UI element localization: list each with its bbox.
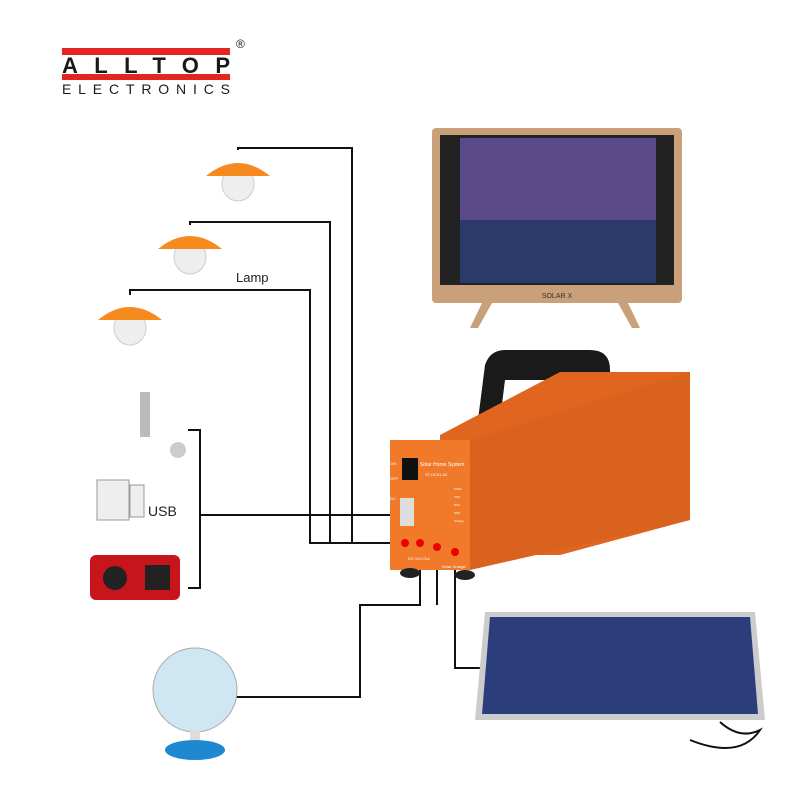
flashlight <box>140 392 186 458</box>
lamp-2 <box>158 236 222 275</box>
svg-text:100%: 100% <box>454 487 462 491</box>
box-model: ST-DC01-02 <box>425 472 448 477</box>
lamp-label: Lamp <box>236 270 269 285</box>
tablet-phone <box>96 479 145 521</box>
svg-text:Charge: Charge <box>454 519 464 523</box>
box-title: Solar Home System <box>420 462 464 468</box>
tv: SOLAR X <box>432 128 682 328</box>
svg-text:75%: 75% <box>454 495 460 499</box>
svg-text:25%: 25% <box>454 511 460 515</box>
lamps <box>98 163 270 346</box>
registered-mark: ® <box>236 37 245 51</box>
lamp-3 <box>98 307 162 346</box>
svg-text:ON: ON <box>390 461 396 466</box>
svg-text:Solar Charge: Solar Charge <box>442 564 466 569</box>
radio <box>90 555 180 600</box>
svg-text:DC 12V Out: DC 12V Out <box>408 556 430 561</box>
svg-text:DC: DC <box>390 496 396 501</box>
usb-label: USB <box>148 503 177 519</box>
solar-panel <box>475 612 765 749</box>
logo: ALLTOP ELECTRONICS ® <box>62 37 245 97</box>
lamp-1 <box>206 163 270 202</box>
logo-subtitle: ELECTRONICS <box>62 81 230 97</box>
wires <box>129 147 482 698</box>
power-box: Solar Home System ST-DC01-02 ON OFF DC 1… <box>390 350 690 580</box>
tv-brand: SOLAR X <box>542 293 573 300</box>
fan <box>152 647 238 760</box>
svg-text:50%: 50% <box>454 503 460 507</box>
svg-text:OFF: OFF <box>390 476 399 481</box>
